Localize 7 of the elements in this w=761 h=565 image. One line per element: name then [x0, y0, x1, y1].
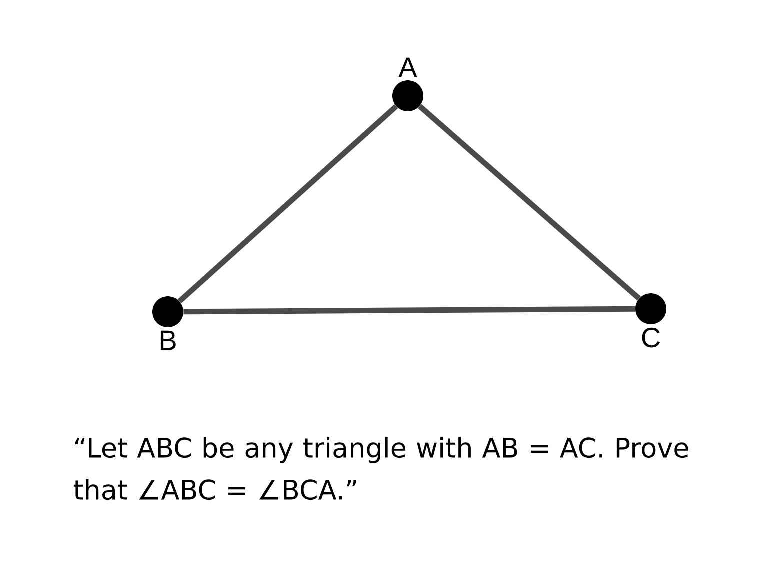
triangle-side: [178, 104, 398, 304]
node-label: C: [642, 328, 660, 348]
node-label: A: [398, 58, 418, 78]
node-label: B: [160, 330, 176, 350]
caption: “Let ABC be any triangle with AB = AC. Prove that ∠ABC = ∠BCA.”: [74, 437, 688, 500]
triangle-side: [418, 104, 641, 301]
triangle-side: [184, 306, 636, 315]
